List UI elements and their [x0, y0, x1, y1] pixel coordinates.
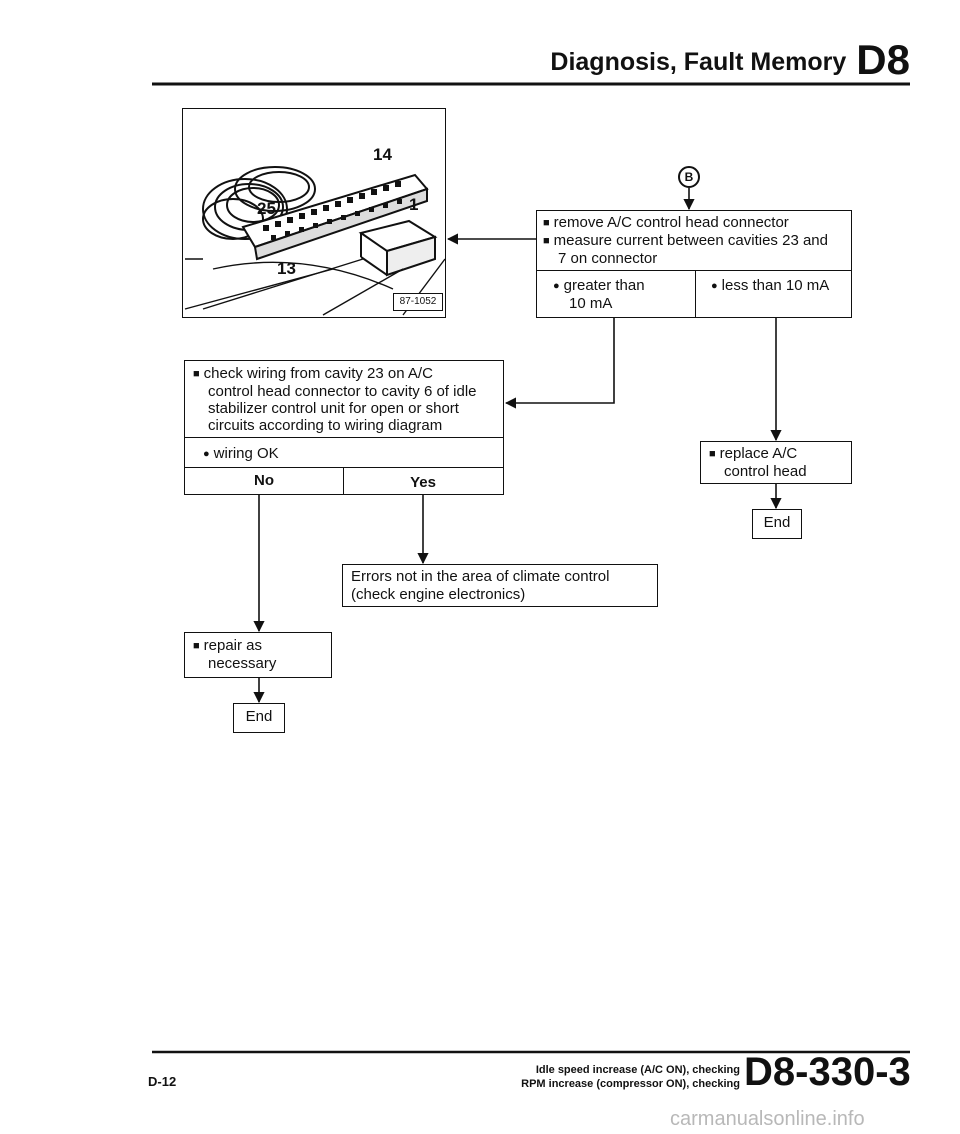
bullet-dot-icon: ● [711, 280, 718, 292]
errors-line-1: Errors not in the area of climate contro… [351, 568, 610, 585]
bullet-square-icon: ■ [193, 640, 200, 652]
page-header: Diagnosis, Fault Memory D8 [530, 39, 910, 82]
replace-line-1: replace A/C [719, 445, 798, 462]
page-number: D-12 [148, 1074, 177, 1089]
measure-step-line-2: measure current between cavities 23 and [553, 232, 828, 249]
replace-step-box: ■replace A/C control head [700, 441, 852, 484]
check-line-4: circuits according to wiring diagram [208, 417, 443, 434]
connector-drawing [184, 166, 446, 316]
bullet-square-icon: ■ [543, 235, 550, 247]
section-marker: B [678, 166, 700, 188]
check-line-1: check wiring from cavity 23 on A/C [203, 365, 433, 382]
measure-step-box: ■remove A/C control head connector ■meas… [536, 210, 852, 318]
watermark: carmanualsonline.info [670, 1108, 865, 1130]
result-less: less than 10 mA [721, 277, 830, 294]
pin-label-25: 25 [257, 199, 276, 218]
measure-col-divider [695, 270, 696, 317]
measure-step-line-1: remove A/C control head connector [553, 214, 789, 231]
bullet-square-icon: ■ [193, 368, 200, 380]
measure-divider [537, 270, 851, 271]
end-box-replace: End [752, 509, 802, 539]
check-line-2: control head connector to cavity 6 of id… [208, 383, 477, 400]
footer-section-code: D8-330-3 [744, 1050, 911, 1094]
end-box-repair: End [233, 703, 285, 733]
connector-illustration: 14 25 1 13 87-1052 [182, 108, 446, 318]
check-divider-2 [185, 467, 503, 468]
result-greater-line-1: greater than [563, 277, 645, 294]
repair-line-2: necessary [208, 655, 277, 672]
pin-label-14: 14 [373, 145, 392, 164]
repair-step-box: ■repair as necessary [184, 632, 332, 678]
result-greater-line-2: 10 mA [569, 295, 613, 312]
bullet-square-icon: ■ [543, 217, 550, 229]
replace-line-2: control head [724, 463, 807, 480]
figure-reference: 87-1052 [393, 293, 443, 311]
wiring-ok-condition: wiring OK [213, 445, 279, 462]
bullet-square-icon: ■ [709, 448, 716, 460]
section-code: D8 [856, 36, 910, 83]
footer-line-1: Idle speed increase (A/C ON), checking [535, 1064, 740, 1076]
check-line-3: stabilizer control unit for open or shor… [208, 400, 459, 417]
bullet-dot-icon: ● [553, 280, 560, 292]
answer-yes: Yes [410, 474, 436, 491]
pin-label-13: 13 [277, 259, 296, 278]
repair-line-1: repair as [203, 637, 263, 654]
check-col-divider [343, 467, 344, 494]
footer-description: Idle speed increase (A/C ON), checking R… [440, 1063, 740, 1091]
measure-step-line-3: 7 on connector [558, 250, 658, 267]
errors-line-2: (check engine electronics) [351, 586, 526, 603]
answer-no: No [254, 472, 274, 489]
footer-line-2: RPM increase (compressor ON), checking [521, 1078, 740, 1090]
page-title: Diagnosis, Fault Memory [550, 48, 847, 76]
check-wiring-box: ■check wiring from cavity 23 on A/C cont… [184, 360, 504, 495]
check-divider-1 [185, 437, 503, 438]
connector-greater-to-check [504, 317, 615, 409]
bullet-dot-icon: ● [203, 448, 210, 460]
errors-note-box: Errors not in the area of climate contro… [342, 564, 658, 607]
pin-label-1: 1 [409, 195, 419, 214]
